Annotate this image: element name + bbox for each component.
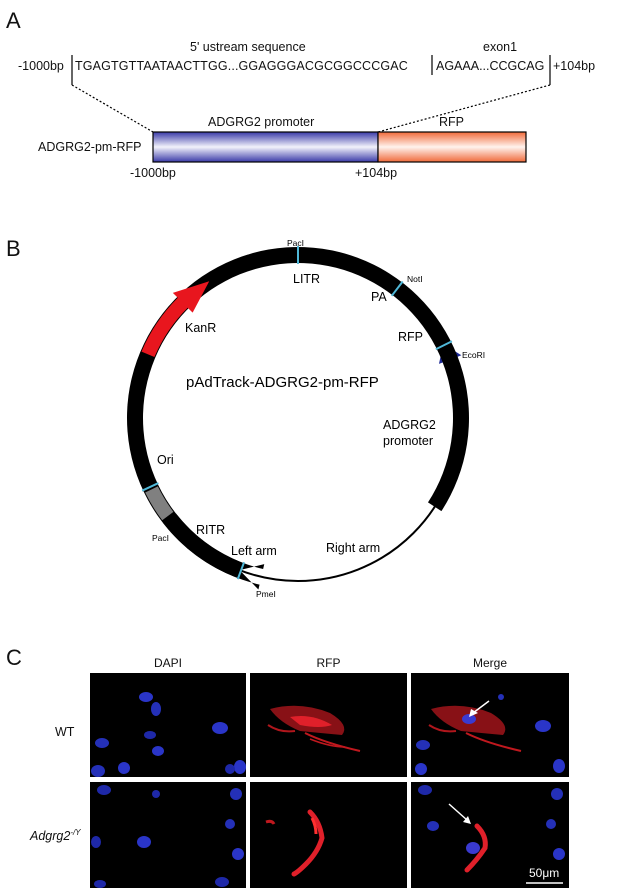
bar-left-coord: -1000bp: [130, 166, 176, 180]
noti-site: [390, 280, 404, 297]
wt-merge-overlay: [415, 694, 565, 775]
bar-right-coord: +104bp: [355, 166, 398, 180]
upstream-sequence-label: 5' ustream sequence: [190, 40, 306, 54]
promoter-label-line1: ADGRG2: [383, 418, 436, 432]
sequence-left-coord: -1000bp: [18, 59, 64, 73]
row-label-mutant: Adgrg2-/Y: [30, 828, 81, 843]
promoter-label-line2: promoter: [383, 434, 433, 448]
rfp-label: RFP: [398, 330, 423, 344]
left-arm-segment: [163, 513, 243, 578]
image-wt-dapi: [90, 673, 246, 777]
kanr-arrow: [141, 281, 210, 358]
panel-b-letter: B: [6, 236, 21, 261]
mutant-gene-name: Adgrg2: [30, 829, 71, 844]
noti-label: NotI: [407, 274, 423, 284]
mutant-arrow-shaft: [448, 803, 468, 821]
pmei-site: [236, 561, 246, 580]
wt-arrow-head: [469, 709, 478, 717]
mutant-dapi-nuclei: [91, 785, 244, 888]
litr-label: LITR: [293, 272, 320, 286]
promoter-bar: [152, 131, 379, 163]
wt-dapi-nuclei: [91, 692, 246, 777]
image-wt-rfp: [250, 673, 407, 777]
exon1-sequence-text: AGAAA...CCGCAG: [436, 59, 545, 73]
ori-segment: [128, 431, 146, 457]
paci-bottom-label: PacI: [152, 533, 169, 543]
panel-a-letter: A: [6, 8, 21, 33]
mutant-merge-overlay: [418, 785, 565, 884]
column-label-rfp: RFP: [316, 656, 341, 670]
rfp-bar: [377, 131, 527, 163]
dotted-guide-left: [71, 84, 154, 133]
mutant-rfp-cell: [265, 809, 325, 877]
dotted-guide-right: [377, 84, 551, 133]
paci-bottom-site: [141, 482, 159, 492]
column-label-merge: Merge: [472, 656, 507, 670]
scale-bar-label: 50μm: [529, 866, 560, 880]
image-mutant-dapi: [90, 782, 246, 888]
exon1-label: exon1: [483, 40, 518, 54]
paci-top-label: PacI: [287, 238, 304, 248]
panel-c-letter: C: [6, 645, 22, 670]
rfp-bar-label: RFP: [439, 115, 464, 129]
pmei-label: PmeI: [256, 589, 276, 599]
ecori-site: [435, 340, 453, 351]
ori-label: Ori: [157, 453, 174, 467]
ritr-segment: [145, 486, 174, 521]
mutant-arrow-head: [463, 816, 471, 824]
left-arm-label: Left arm: [231, 544, 277, 558]
panel-a-graphics: [71, 55, 551, 163]
image-wt-merge: [411, 673, 569, 777]
wt-rfp-cell: [267, 705, 361, 752]
right-arm-label: Right arm: [326, 541, 380, 555]
sequence-right-coord: +104bp: [553, 59, 596, 73]
plasmid-name: pAdTrack-ADGRG2-pm-RFP: [186, 374, 379, 391]
plasmid-map: pAdTrack-ADGRG2-pm-RFP KanR LITR PA RFP …: [126, 238, 485, 599]
image-mutant-rfp: [250, 782, 407, 888]
construct-name: ADGRG2-pm-RFP: [38, 140, 142, 154]
ecori-label: EcoRI: [462, 350, 485, 360]
ritr-label: RITR: [196, 523, 225, 537]
row-label-wt: WT: [55, 725, 75, 739]
promoter-bar-label: ADGRG2 promoter: [208, 115, 315, 129]
image-mutant-merge: [411, 782, 569, 888]
column-label-dapi: DAPI: [153, 656, 182, 670]
wt-arrow-shaft: [472, 700, 490, 714]
kanr-label: KanR: [185, 321, 216, 335]
mutant-genotype: -/Y: [70, 828, 81, 837]
upstream-sequence-text: TGAGTGTTAATAACTTGG...GGAGGGACGCGGCCCGAC: [75, 59, 408, 73]
pa-label: PA: [371, 290, 387, 304]
